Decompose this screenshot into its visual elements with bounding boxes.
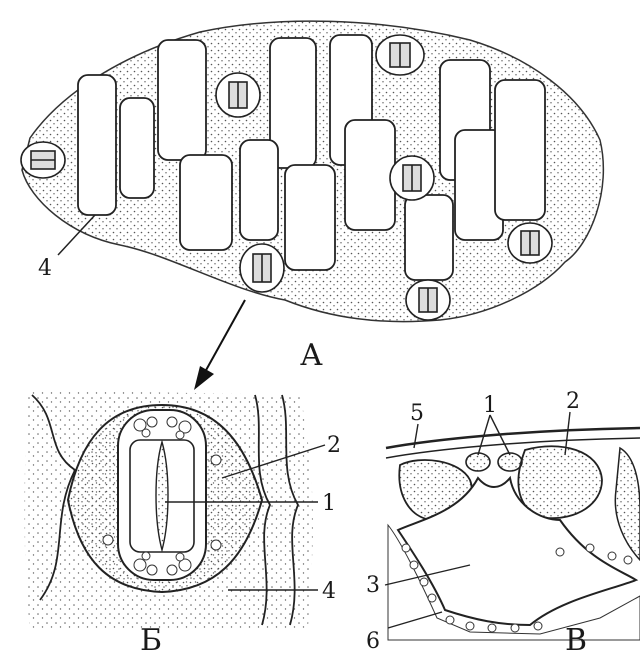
stoma-surface — [390, 156, 434, 200]
label-1-section: 1 — [483, 393, 497, 418]
guard-cells-section — [466, 453, 522, 471]
label-5-section: 5 — [410, 401, 424, 426]
zoom-arrow-line — [205, 300, 245, 372]
epidermal-cell — [345, 120, 395, 230]
panel-letter-a: А — [300, 338, 323, 373]
panel-letter-b: Б — [140, 623, 162, 657]
epidermis-surface-view: 4 А — [21, 21, 603, 390]
cell-edge-right — [615, 448, 640, 560]
label-2-section: 2 — [566, 389, 580, 414]
epidermal-cell — [78, 75, 116, 215]
stoma-surface — [508, 223, 552, 263]
epidermal-cell — [120, 98, 154, 198]
cross-section: 5 1 2 3 6 В — [366, 389, 640, 657]
epidermal-cell — [158, 40, 206, 160]
label-2-detail: 2 — [327, 433, 341, 458]
label-3-section: 3 — [366, 573, 380, 598]
epidermal-cell — [495, 80, 545, 220]
label-4-top: 4 — [38, 256, 52, 281]
stoma-surface — [240, 244, 284, 292]
epidermal-cell — [405, 195, 453, 280]
epidermal-cell — [240, 140, 278, 240]
leader-line-6 — [388, 612, 442, 628]
label-1-detail: 1 — [322, 491, 336, 516]
epidermal-cell — [180, 155, 232, 250]
stoma-detail: 2 1 4 Б — [25, 390, 342, 657]
epidermal-cell — [285, 165, 335, 270]
stoma-surface — [21, 142, 65, 178]
stoma-surface — [376, 35, 424, 75]
label-4-detail: 4 — [322, 579, 336, 604]
cuticle — [386, 428, 640, 448]
zoom-arrow-head — [194, 366, 214, 390]
stoma-surface — [406, 280, 450, 320]
cell-right — [518, 446, 602, 518]
stoma-surface — [216, 73, 260, 117]
label-6-section: 6 — [366, 629, 380, 654]
panel-letter-v: В — [565, 623, 587, 657]
